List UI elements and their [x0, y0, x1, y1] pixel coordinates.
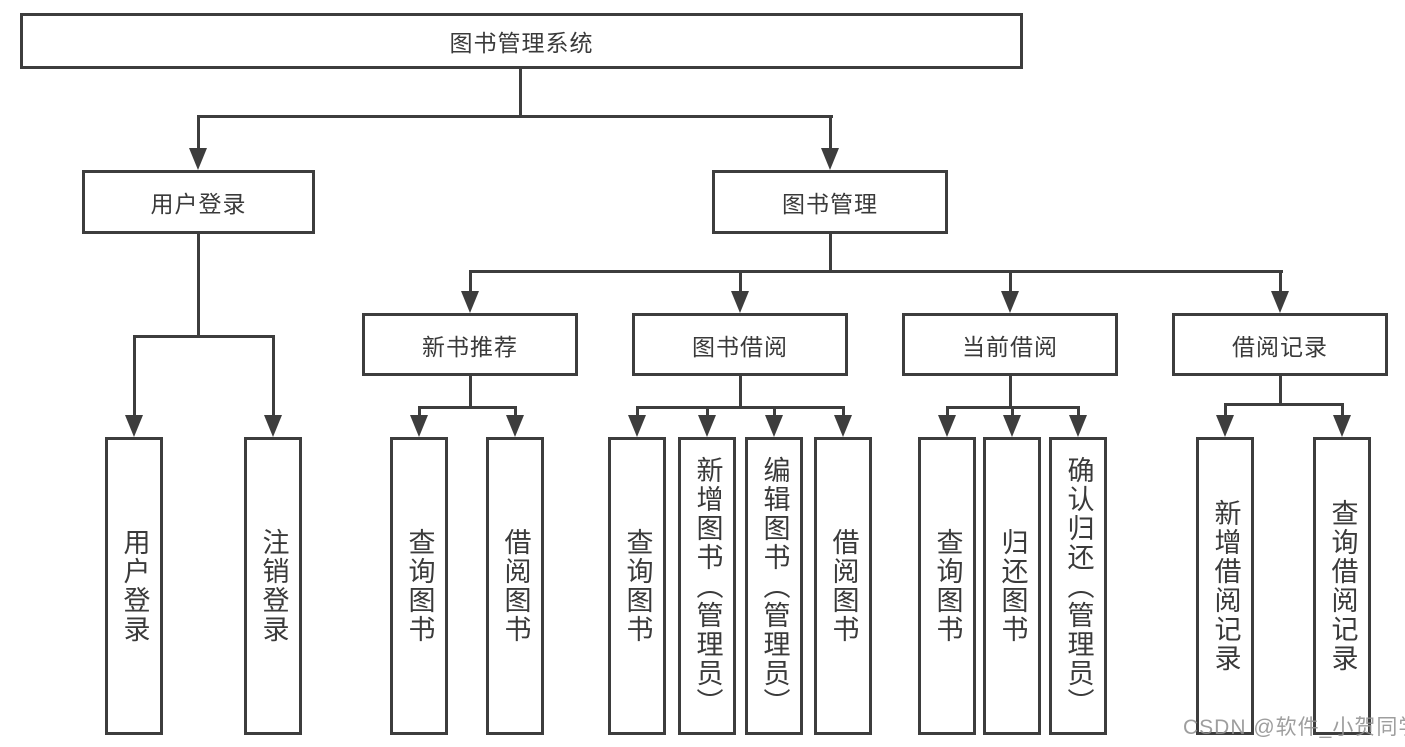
connector-branch — [1224, 403, 1344, 406]
node-new-book-recommend: 新书推荐 — [362, 313, 578, 376]
connector-drop — [946, 406, 949, 417]
leaf-recommend-borrow-books: 借阅图书 — [486, 437, 544, 735]
connector-login-branch — [133, 335, 275, 338]
connector-drop — [636, 406, 639, 417]
arrow-down-icon — [461, 291, 479, 313]
node-borrow-records-label: 借阅记录 — [1232, 333, 1328, 360]
connector-drop — [514, 406, 517, 417]
arrow-down-icon — [938, 415, 956, 437]
connector-drop — [418, 406, 421, 417]
csdn-watermark: CSDN @软件_小贺同学 — [1183, 716, 1405, 739]
node-current-borrow-label: 当前借阅 — [962, 333, 1058, 360]
arrow-down-icon — [125, 415, 143, 437]
arrow-down-icon — [1003, 415, 1021, 437]
leaf-label: 借阅图书 — [828, 528, 859, 644]
connector-drop-manage — [829, 115, 832, 150]
leaf-confirm-return-admin: 确认归还（管理员） — [1049, 437, 1107, 735]
arrow-down-icon — [264, 415, 282, 437]
arrow-down-icon — [834, 415, 852, 437]
leaf-return-books: 归还图书 — [983, 437, 1041, 735]
arrow-down-icon — [628, 415, 646, 437]
arrow-down-icon — [698, 415, 716, 437]
connector-root-branch — [197, 115, 833, 118]
leaf-label: 查询图书 — [932, 528, 963, 644]
arrow-down-icon — [1271, 291, 1289, 313]
node-user-login-label: 用户登录 — [150, 191, 247, 217]
node-borrow-records: 借阅记录 — [1172, 313, 1388, 376]
leaf-label: 新增借阅记录 — [1210, 499, 1241, 673]
node-root: 图书管理系统 — [20, 13, 1023, 69]
leaf-user-login-label: 用户登录 — [119, 528, 150, 644]
connector-root-stem — [519, 68, 522, 118]
connector-stem — [469, 375, 472, 409]
leaf-current-query-books: 查询图书 — [918, 437, 976, 735]
leaf-edit-books-admin: 编辑图书（管理员） — [745, 437, 803, 735]
leaf-logout-label: 注销登录 — [258, 528, 289, 644]
connector-stem — [739, 375, 742, 409]
node-book-management-label: 图书管理 — [782, 191, 878, 217]
arrow-down-icon — [1069, 415, 1087, 437]
connector-branch — [418, 406, 517, 409]
leaf-label: 查询图书 — [404, 528, 435, 644]
leaf-borrow-books: 借阅图书 — [814, 437, 872, 735]
connector-drop — [842, 406, 845, 417]
connector-branch — [636, 406, 845, 409]
connector-drop — [739, 270, 742, 293]
connector-drop — [1011, 406, 1014, 417]
arrow-down-icon — [765, 415, 783, 437]
node-book-borrow-label: 图书借阅 — [692, 333, 788, 360]
connector-drop-login — [197, 115, 200, 150]
arrow-down-icon — [1001, 291, 1019, 313]
connector-manage-stem — [829, 233, 832, 273]
node-book-management: 图书管理 — [712, 170, 948, 234]
connector-drop — [1077, 406, 1080, 417]
leaf-query-borrow-record: 查询借阅记录 — [1313, 437, 1371, 735]
connector-drop — [773, 406, 776, 417]
connector-login-stem — [197, 233, 200, 338]
leaf-user-login: 用户登录 — [105, 437, 163, 735]
arrow-down-icon — [410, 415, 428, 437]
arrow-down-icon — [1333, 415, 1351, 437]
leaf-borrow-query-books: 查询图书 — [608, 437, 666, 735]
leaf-label: 确认归还（管理员） — [1063, 455, 1094, 717]
node-book-borrow: 图书借阅 — [632, 313, 848, 376]
connector-stem — [1009, 375, 1012, 409]
connector-drop — [133, 335, 136, 417]
connector-drop — [706, 406, 709, 417]
arrow-down-icon — [506, 415, 524, 437]
connector-drop — [469, 270, 472, 293]
arrow-down-icon — [189, 148, 207, 170]
connector-manage-branch — [469, 270, 1283, 273]
leaf-logout: 注销登录 — [244, 437, 302, 735]
leaf-add-borrow-record: 新增借阅记录 — [1196, 437, 1254, 735]
node-user-login: 用户登录 — [82, 170, 315, 234]
arrow-down-icon — [1216, 415, 1234, 437]
node-new-book-recommend-label: 新书推荐 — [422, 333, 518, 360]
arrow-down-icon — [731, 291, 749, 313]
arrow-down-icon — [821, 148, 839, 170]
leaf-label: 查询图书 — [622, 528, 653, 644]
leaf-label: 借阅图书 — [500, 528, 531, 644]
connector-drop — [272, 335, 275, 417]
connector-drop — [1009, 270, 1012, 293]
connector-stem — [1279, 375, 1282, 406]
connector-drop — [1279, 270, 1282, 293]
node-root-label: 图书管理系统 — [449, 30, 594, 56]
leaf-label: 查询借阅记录 — [1327, 499, 1358, 673]
leaf-label: 新增图书（管理员） — [692, 455, 723, 717]
leaf-label: 编辑图书（管理员） — [759, 455, 790, 717]
node-current-borrow: 当前借阅 — [902, 313, 1118, 376]
leaf-label: 归还图书 — [997, 528, 1028, 644]
leaf-recommend-query-books: 查询图书 — [390, 437, 448, 735]
connector-drop — [1224, 403, 1227, 417]
leaf-add-books-admin: 新增图书（管理员） — [678, 437, 736, 735]
connector-drop — [1341, 403, 1344, 417]
